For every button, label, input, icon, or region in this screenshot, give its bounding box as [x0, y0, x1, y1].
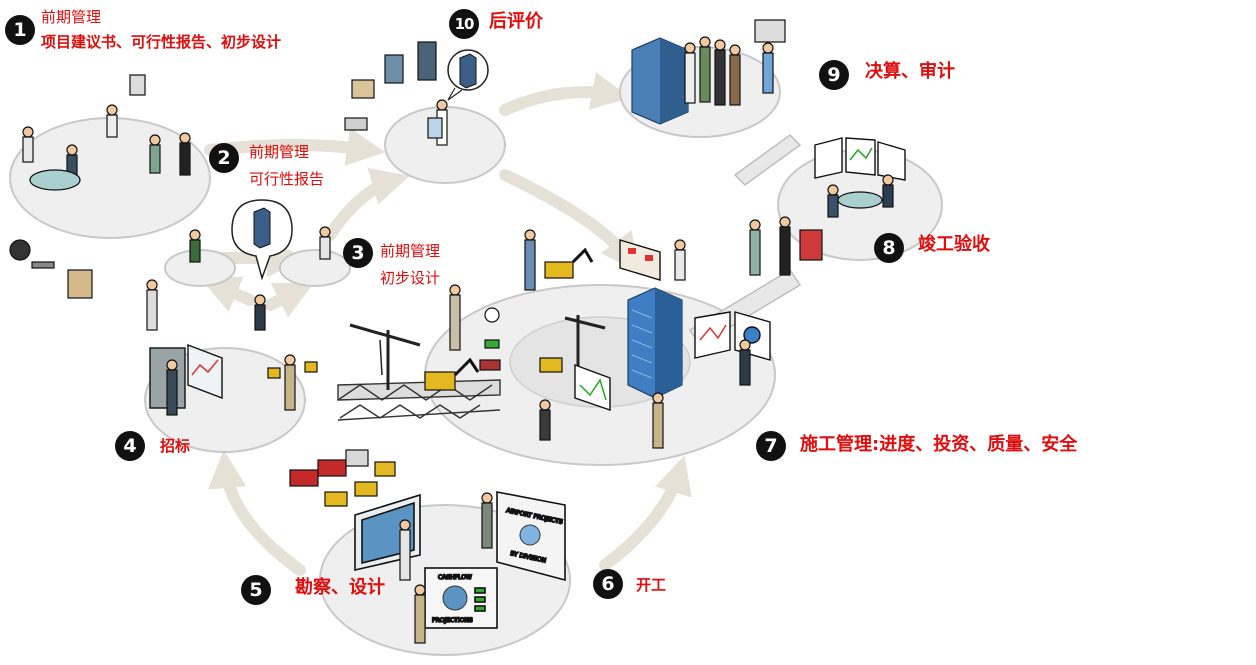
arrow-3-to-4: [264, 283, 314, 318]
stage-8-label: 竣工验收: [918, 234, 990, 257]
arrow-6-to-7: [599, 455, 692, 571]
stage-2-line2: 可行性报告: [249, 169, 325, 188]
stage-1-line2: 项目建议书、可行性报告、初步设计: [41, 32, 282, 51]
platform-small-right: [279, 249, 351, 287]
stage-3-line2: 初步设计: [380, 268, 441, 287]
stage-9-badge: 9: [819, 60, 849, 90]
workers: [22, 36, 894, 644]
stage-3-label: 前期管理 初步设计: [380, 242, 440, 288]
stage-7-line1: 施工管理:进度、投资、质量、安全: [800, 434, 1078, 455]
crane: [349, 323, 421, 390]
stage-2-badge: 2: [209, 143, 239, 173]
construction-vehicles: [289, 19, 786, 507]
dashboard-screens: [149, 137, 906, 411]
arrow-4-to-3: [200, 276, 256, 312]
stage-4-badge: 4: [115, 431, 145, 461]
worker-group-5: [399, 492, 493, 644]
stage-2-label: 前期管理 可行性报告: [249, 143, 324, 189]
cashflow-sub: PROJECTIONS: [432, 617, 473, 624]
stage-3-line1: 前期管理: [380, 242, 441, 260]
worker-group-9: [684, 36, 774, 106]
worker-group-mid: [146, 226, 331, 416]
stage-4-label: 招标: [160, 437, 190, 456]
arrow-2-to-10: [324, 167, 410, 241]
stage-6-line1: 开工: [636, 576, 667, 594]
crane-2: [564, 315, 606, 370]
worker-group-10: [427, 99, 448, 146]
arrow-10-to-9: [499, 71, 631, 116]
stage-5-badge: 5: [241, 575, 271, 605]
stage-6-label: 开工: [636, 576, 666, 595]
stage-10-label: 后评价: [489, 11, 543, 34]
stage-9-line1: 决算、审计: [865, 61, 955, 82]
stage-8-line1: 竣工验收: [918, 234, 990, 255]
worker-group-8: [749, 174, 894, 276]
stage-9-label: 决算、审计: [865, 61, 955, 84]
stage-5-line1: 勘察、设计: [295, 577, 385, 598]
stage-3-badge: 3: [343, 238, 373, 268]
stage-6-badge: 6: [593, 569, 623, 599]
stage-10-line1: 后评价: [489, 11, 543, 32]
flow-arrows: [200, 71, 692, 576]
stage-7-label: 施工管理:进度、投资、质量、安全: [800, 434, 1077, 457]
stage-1-badge: 1: [5, 15, 35, 45]
skyscraper-speech-bubble: [231, 199, 293, 281]
presentation-screens: AIRPORT PROJECTS BY DIVISION CASHFLOW PR…: [354, 491, 566, 629]
cashflow-title: CASHFLOW: [438, 574, 472, 581]
worker-group-1: [22, 104, 191, 191]
arrow-5-to-4: [207, 449, 306, 576]
stage-4-line1: 招标: [160, 437, 191, 455]
skyscraper-stage-9: [631, 37, 689, 125]
skyscraper-stage-10-bubble: [447, 49, 489, 101]
stage-10-badge: 10: [449, 9, 479, 39]
office-buildings: [344, 41, 437, 131]
worker-group-7: [449, 229, 751, 449]
stage-2-line1: 前期管理: [249, 143, 310, 161]
stage-1-line1: 前期管理: [41, 8, 102, 26]
skyscraper-main: [627, 287, 683, 399]
materials: [9, 74, 501, 371]
stage-7-badge: 7: [756, 431, 786, 461]
stage-1-label: 前期管理 项目建议书、可行性报告、初步设计: [41, 8, 281, 52]
stage-8-badge: 8: [874, 233, 904, 263]
arrow-10-to-7: [499, 169, 640, 273]
stage-5-label: 勘察、设计: [295, 577, 385, 600]
